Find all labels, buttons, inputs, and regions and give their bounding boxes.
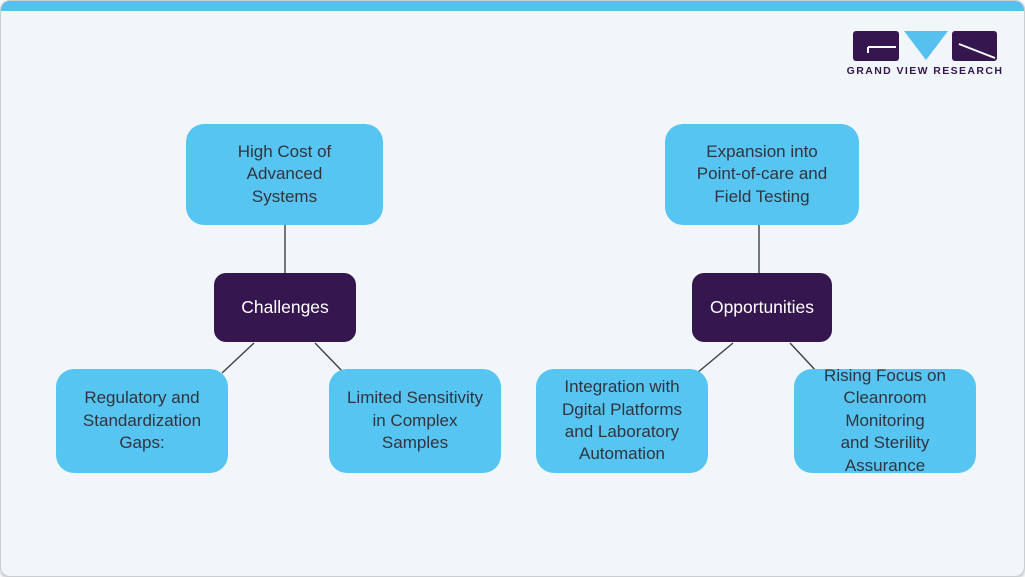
gvr-logo-icon	[853, 31, 997, 61]
node-high-cost-of-advanced-systems: High Cost of Advanced Systems	[186, 124, 383, 225]
top-accent-bar	[1, 1, 1024, 11]
hub-challenges: Challenges	[214, 273, 356, 342]
node-regulatory-standardization-gaps: Regulatory and Standardization Gaps:	[56, 369, 228, 473]
grand-view-research-logo: GRAND VIEW RESEARCH	[847, 31, 1002, 77]
node-limited-sensitivity: Limited Sensitivity in Complex Samples	[329, 369, 501, 473]
logo-wordmark: GRAND VIEW RESEARCH	[846, 65, 1004, 77]
hub-opportunities: Opportunities	[692, 273, 832, 342]
node-rising-focus-cleanroom: Rising Focus on Cleanroom Monitoring and…	[794, 366, 976, 475]
node-expansion-point-of-care: Expansion into Point-of-care and Field T…	[665, 124, 859, 225]
node-integration-digital-platforms: Integration with Dgital Platforms and La…	[536, 369, 708, 473]
